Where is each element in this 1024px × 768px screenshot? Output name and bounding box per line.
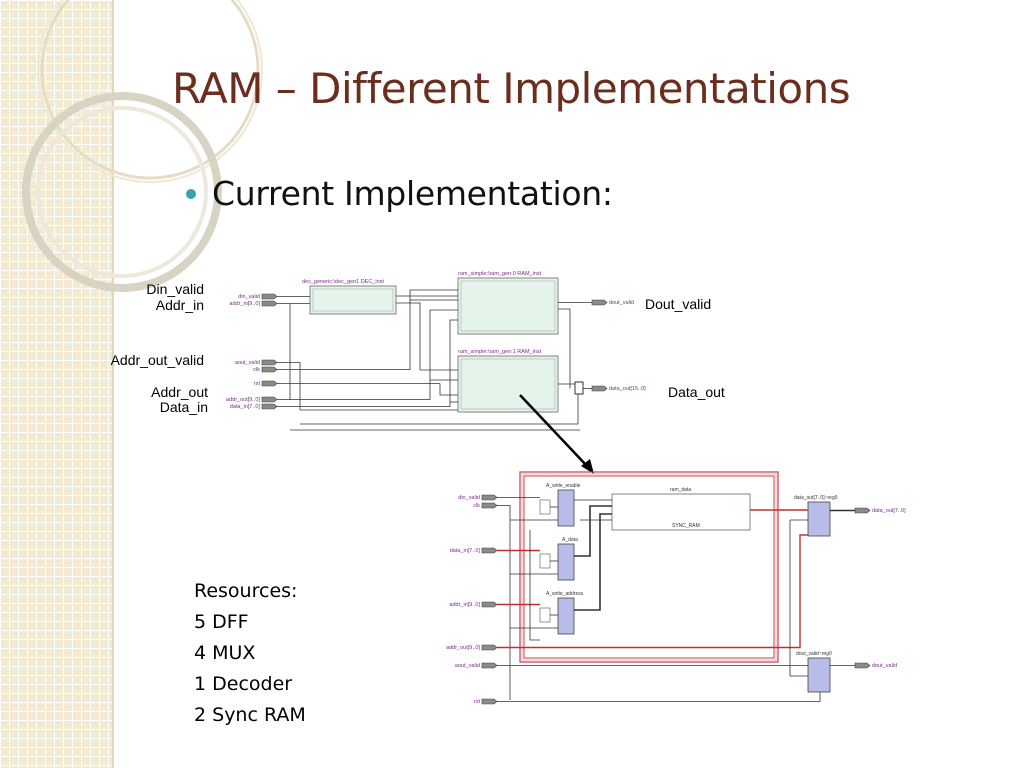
slide-title: RAM – Different Implementations bbox=[172, 64, 851, 113]
port-data-out: data_out[15..0] bbox=[609, 386, 646, 392]
sync-ram-block bbox=[611, 493, 751, 531]
bottom-output-ports bbox=[854, 507, 871, 669]
zoom-arrow bbox=[519, 394, 594, 474]
annotation-dout-valid: Dout_valid bbox=[645, 296, 712, 312]
bport-din-valid: din_valid bbox=[458, 495, 480, 501]
port-din-valid: din_valid bbox=[238, 294, 260, 300]
bport-aout-valid: aout_valid bbox=[455, 663, 480, 669]
annotation-addr-in: Addr_in bbox=[155, 297, 204, 313]
bport-data-in: data_in[7..0] bbox=[450, 548, 481, 554]
annotation-addr-out: Addr_out bbox=[151, 384, 208, 400]
top-schematic bbox=[261, 277, 608, 431]
resource-item: 4 MUX bbox=[194, 642, 256, 664]
ram0-instance-label: ram_simple:\ram_gen:0 RAM_inst bbox=[458, 271, 542, 277]
resources-heading: Resources: bbox=[194, 580, 298, 602]
ram-label: ram_data bbox=[670, 487, 691, 493]
bottom-schematic-labels: A_write_enable A_data A_write_address ra… bbox=[446, 483, 906, 705]
data-out-register bbox=[807, 501, 831, 537]
port-addr-in: addr_in[9..0] bbox=[229, 301, 260, 307]
resource-item: 2 Sync RAM bbox=[194, 704, 306, 726]
decorative-arcs bbox=[22, 0, 263, 292]
ram1-block bbox=[457, 355, 559, 413]
bullet-dot-icon bbox=[186, 188, 196, 199]
write-enable-register bbox=[557, 489, 575, 527]
annotation-data-out: Data_out bbox=[668, 384, 725, 400]
top-input-ports bbox=[261, 293, 278, 410]
bport-data-out: data_out[7..0] bbox=[872, 508, 906, 514]
port-clk: clk bbox=[253, 367, 260, 373]
bport-dout-valid: dout_valid bbox=[872, 663, 897, 669]
port-aout-valid: aout_valid bbox=[235, 360, 260, 366]
data-register bbox=[557, 543, 575, 581]
top-schematic-labels: dec_generic:\dec_gen1 DEC_inst ram_simpl… bbox=[226, 271, 646, 410]
resource-item: 1 Decoder bbox=[194, 673, 293, 695]
data-out-register-label: data_out[7..0]~reg0 bbox=[794, 495, 838, 501]
dout-valid-register-label: dout_valid~reg0 bbox=[796, 651, 832, 657]
top-output-ports bbox=[591, 299, 608, 392]
decorative-sidebar bbox=[0, 0, 112, 768]
ram1-instance-label: ram_simple:\ram_gen:1 RAM_inst bbox=[458, 349, 542, 355]
data-label: A_data bbox=[562, 537, 578, 543]
dout-valid-register bbox=[807, 657, 831, 693]
decoder-instance-label: dec_generic:\dec_gen1 DEC_inst bbox=[302, 279, 384, 285]
annotation-data-in: Data_in bbox=[159, 399, 208, 415]
annotation-addr-out-valid: Addr_out_valid bbox=[110, 352, 204, 368]
port-dout-valid: dout_valid bbox=[609, 300, 634, 306]
write-enable-label: A_write_enable bbox=[546, 483, 581, 489]
sidebar-divider bbox=[112, 0, 114, 768]
decoder-block bbox=[309, 285, 397, 315]
bport-rst: rst bbox=[474, 699, 481, 705]
ram0-block bbox=[457, 277, 559, 335]
resources-list: Resources: 5 DFF 4 MUX 1 Decoder 2 Sync … bbox=[194, 576, 306, 731]
ram-instance-frame bbox=[519, 471, 779, 663]
bport-addr-in: addr_in[9..0] bbox=[449, 602, 480, 608]
write-address-register bbox=[557, 597, 575, 635]
bport-addr-out: addr_out[9..0] bbox=[446, 645, 480, 651]
port-data-in: data_in[7..0] bbox=[230, 404, 261, 410]
port-addr-out: addr_out[9..0] bbox=[226, 397, 260, 403]
bottom-schematic bbox=[481, 471, 871, 705]
annotation-din-valid: Din_valid bbox=[146, 281, 204, 297]
output-mux bbox=[574, 381, 584, 395]
write-address-label: A_write_address bbox=[546, 591, 584, 597]
bullet-text: Current Implementation: bbox=[212, 174, 613, 213]
ram-type-label: SYNC_RAM bbox=[672, 523, 700, 529]
resource-item: 5 DFF bbox=[194, 611, 249, 633]
bport-clk: clk bbox=[473, 503, 480, 509]
bottom-input-ports bbox=[481, 494, 498, 705]
bullet-item: Current Implementation: bbox=[186, 174, 613, 213]
port-rst: rst bbox=[254, 381, 261, 387]
